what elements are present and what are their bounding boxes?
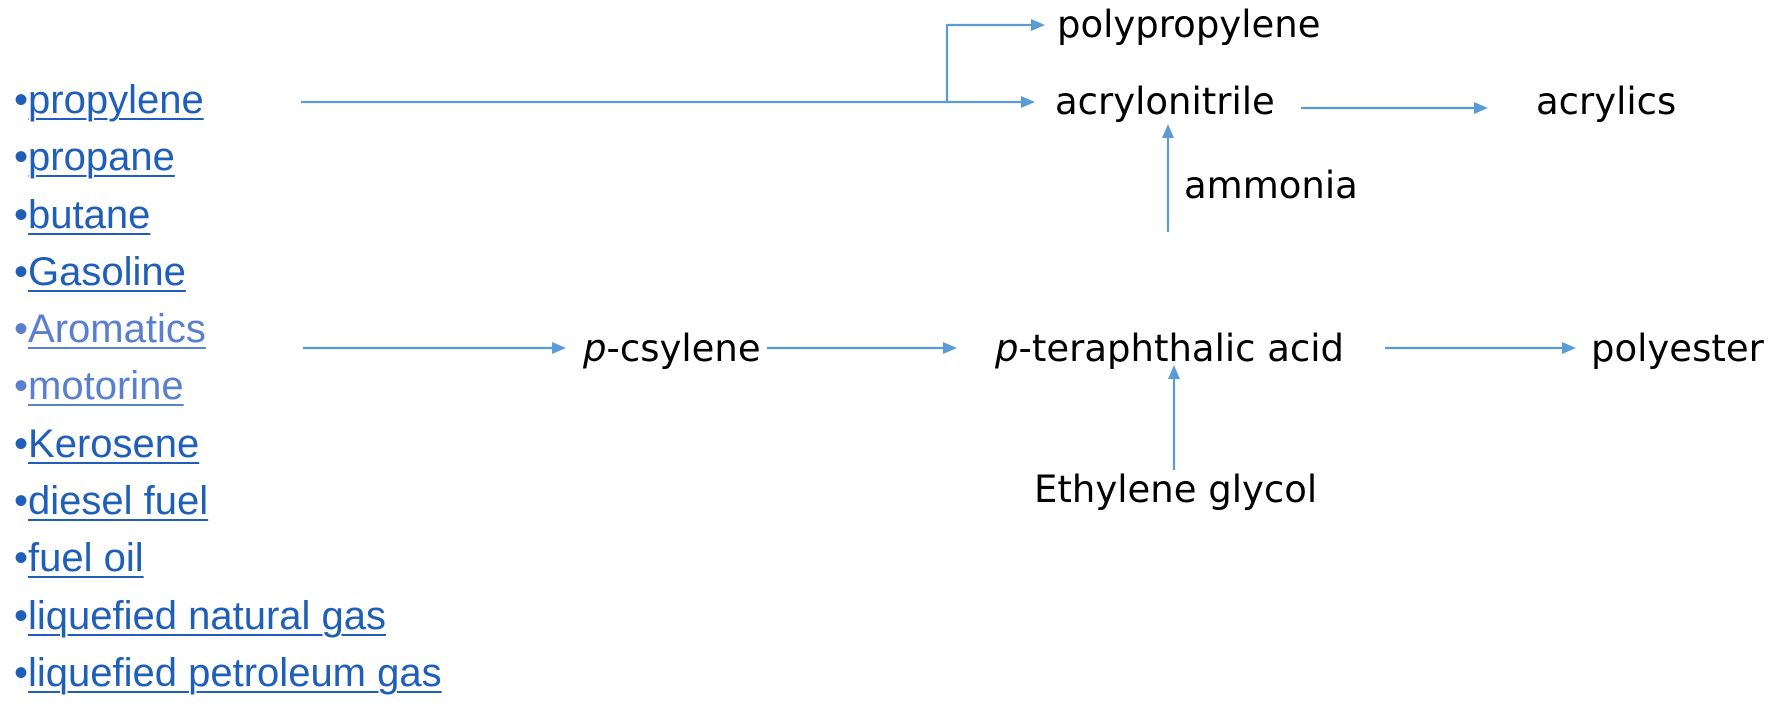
arrowhead: [1562, 342, 1576, 354]
feedstock-item: •propane: [14, 129, 442, 186]
italic-p: p: [995, 327, 1019, 370]
bullet-icon: •: [14, 421, 29, 466]
arrowhead: [1021, 96, 1035, 108]
arrowhead: [1474, 102, 1488, 114]
arrow-branch-to-polypropylene: [945, 23, 1033, 102]
node-polypropylene: polypropylene: [1057, 3, 1321, 46]
node-p-xylene-text: -csylene: [606, 327, 761, 370]
feedstock-item: •liquefied natural gas: [14, 588, 442, 645]
arrowhead: [1031, 19, 1045, 31]
italic-p: p: [583, 327, 607, 370]
feedstock-item: •diesel fuel: [14, 473, 442, 530]
node-ethylene-glycol: Ethylene glycol: [1034, 468, 1318, 511]
bullet-icon: •: [14, 536, 29, 581]
feedstock-item: •Aromatics: [14, 301, 442, 358]
node-p-terephthalic-acid: p-teraphthalic acid: [995, 327, 1344, 371]
node-p-terephthalic-acid-text: -teraphthalic acid: [1018, 327, 1345, 370]
feedstock-item: •fuel oil: [14, 530, 442, 587]
feedstock-item: •Gasoline: [14, 244, 442, 301]
feedstock-link[interactable]: butane: [28, 192, 151, 237]
feedstock-link[interactable]: fuel oil: [28, 536, 144, 581]
feedstock-link[interactable]: Aromatics: [28, 307, 206, 352]
bullet-icon: •: [14, 650, 29, 695]
bullet-icon: •: [14, 479, 29, 524]
feedstock-item: •motorine: [14, 358, 442, 415]
bullet-icon: •: [14, 78, 29, 122]
feedstock-link[interactable]: diesel fuel: [28, 479, 209, 524]
bullet-icon: •: [14, 364, 29, 409]
feedstock-link[interactable]: liquefied natural gas: [28, 593, 387, 638]
feedstock-link[interactable]: Kerosene: [28, 421, 200, 466]
feedstock-link[interactable]: Gasoline: [28, 249, 186, 294]
arrowhead: [943, 342, 957, 354]
feedstock-link[interactable]: propylene: [28, 78, 204, 122]
node-acrylonitrile: acrylonitrile: [1055, 80, 1275, 123]
arrowhead: [1162, 124, 1174, 138]
bullet-icon: •: [14, 135, 29, 180]
bullet-icon: •: [14, 593, 29, 638]
feedstock-link[interactable]: motorine: [28, 364, 184, 409]
arrowhead: [1168, 365, 1180, 379]
node-ammonia: ammonia: [1184, 164, 1358, 207]
feedstock-item: •liquefied petroleum gas: [14, 645, 442, 702]
feedstock-item: •butane: [14, 187, 442, 244]
feedstock-item: •Kerosene: [14, 416, 442, 473]
feedstock-link[interactable]: liquefied petroleum gas: [28, 650, 442, 695]
bullet-icon: •: [14, 249, 29, 294]
node-acrylics: acrylics: [1536, 80, 1677, 123]
feedstock-list: •propylene•propane•butane•Gasoline•Aroma…: [14, 72, 442, 702]
feedstock-link[interactable]: propane: [28, 135, 175, 180]
bullet-icon: •: [14, 307, 29, 352]
feedstock-item: •propylene: [14, 72, 442, 129]
node-p-xylene: p-csylene: [583, 327, 761, 371]
bullet-icon: •: [14, 192, 29, 237]
arrowhead: [552, 342, 566, 354]
node-polyester: polyester: [1591, 327, 1764, 370]
